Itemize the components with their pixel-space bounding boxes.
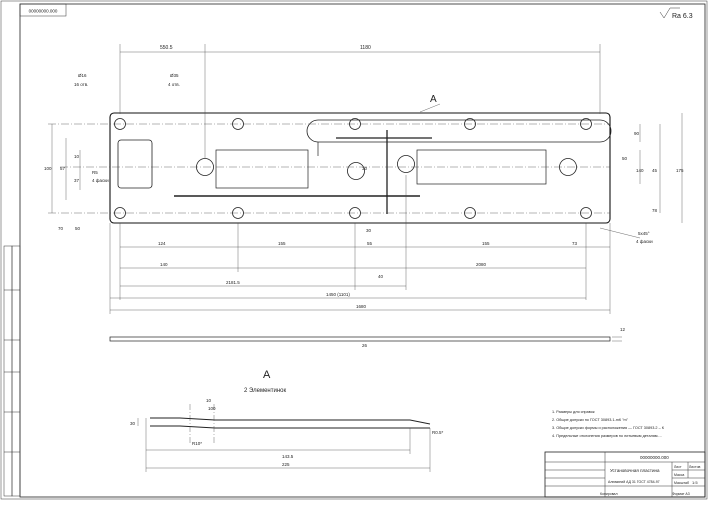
dim-top-2: 1180 [360, 45, 371, 51]
inner-frame [19, 3, 706, 498]
section-a-subtitle: 2 Элементинок [244, 388, 286, 394]
dim-left-5: 70 [58, 226, 64, 231]
view-arrow-line [419, 103, 441, 113]
top-stamp-box [19, 3, 67, 17]
dimension-lines [48, 44, 683, 314]
hole-note-size: 5x45° [638, 231, 650, 236]
hole-note-size: Ø35 [170, 73, 179, 78]
section-dim: 143.5 [282, 454, 294, 459]
dim-row3: 1680 [356, 304, 367, 309]
dim-middle-2: 30 [366, 228, 372, 233]
title-designation: 00000000.000 [640, 455, 669, 460]
dim-top-1: 550.5 [160, 45, 173, 51]
hole-note-count: 4 фаски [636, 239, 653, 244]
dim-left-6: 50 [75, 226, 81, 231]
holes [114, 118, 592, 219]
view-callout-a: A [430, 94, 437, 105]
dim-row1: 73 [572, 241, 578, 246]
section-a-view [137, 404, 431, 472]
title-sheet-label: Лист [674, 465, 682, 469]
dim-middle-1: 30 [362, 166, 368, 171]
dim-row2: 40 [378, 274, 384, 279]
technical-note: 2. Общие допуски по ГОСТ 30893.1-mК "m" [552, 418, 629, 422]
hole-note-size: Ø16 [78, 73, 87, 78]
dim-row3: 1450 (1101) [326, 292, 350, 297]
title-part-name: Установочная пластина [610, 468, 660, 473]
title-scale-label: Масштаб [674, 481, 689, 485]
roughness-symbol-icon [659, 7, 680, 19]
dim-left-1: 100 [44, 166, 52, 171]
large-hole [397, 155, 415, 173]
dim-right-4: 45 [652, 168, 658, 173]
section-dim: 10 [206, 398, 212, 403]
side-view [109, 336, 622, 342]
title-format: Формат A3 [672, 492, 690, 496]
roughness-value: Ra 6.3 [672, 13, 693, 20]
section-dim: 100 [208, 406, 216, 411]
title-mass-label: Масса [674, 473, 684, 477]
dim-right-1: 90 [634, 131, 640, 136]
dim-right-3: 140 [636, 168, 644, 173]
plate-outline [109, 112, 612, 224]
section-dim: R10* [192, 441, 202, 446]
title-sheets-label: Листов [689, 465, 701, 469]
hole-note-count: 4 фаски [92, 178, 109, 183]
top-stamp-text: 00000000.000 [29, 9, 58, 14]
dim-left-3: 10 [74, 154, 80, 159]
dim-right-6: 78 [652, 208, 658, 213]
technical-note: 3. Общие допуски формы и расположения — … [552, 426, 665, 430]
left-margin-columns [3, 245, 21, 497]
hole-note-count: 16 отв. [74, 82, 88, 87]
section-a-label: A [263, 369, 271, 381]
large-hole [347, 162, 365, 180]
dim-row1: 155 [278, 241, 286, 246]
title-scale: 1:5 [692, 480, 698, 485]
dim-row1: 155 [482, 241, 490, 246]
technical-note: 4. Предельные отклонения размеров по лит… [552, 434, 662, 438]
dim-row1: 55 [367, 241, 373, 246]
section-dim: 225 [282, 462, 290, 467]
section-dim: R0.5* [432, 430, 444, 435]
title-copied: Копировал [600, 492, 618, 496]
dim-row2: 140 [160, 262, 168, 267]
technical-note: 1. Размеры для справок [552, 410, 595, 414]
side-view-mark: 26 [362, 343, 368, 348]
dim-row2: 2181.5 [226, 280, 240, 285]
title-block [544, 451, 706, 498]
hole-note-size: R5 [92, 170, 98, 175]
section-dim: 30 [130, 421, 136, 426]
dim-row1: 124 [158, 241, 166, 246]
dim-right-2: 50 [622, 156, 628, 161]
dim-left-4: 37 [74, 178, 80, 183]
dim-row2: 2080 [476, 262, 487, 267]
dim-right-5: 175 [676, 168, 684, 173]
title-material: Алюминий АД 31 ГОСТ 4784-97 [608, 480, 660, 484]
side-view-dim: 12 [620, 327, 626, 332]
dim-left-2: 57 [60, 166, 66, 171]
hole-note-count: 4 отв. [168, 82, 180, 87]
